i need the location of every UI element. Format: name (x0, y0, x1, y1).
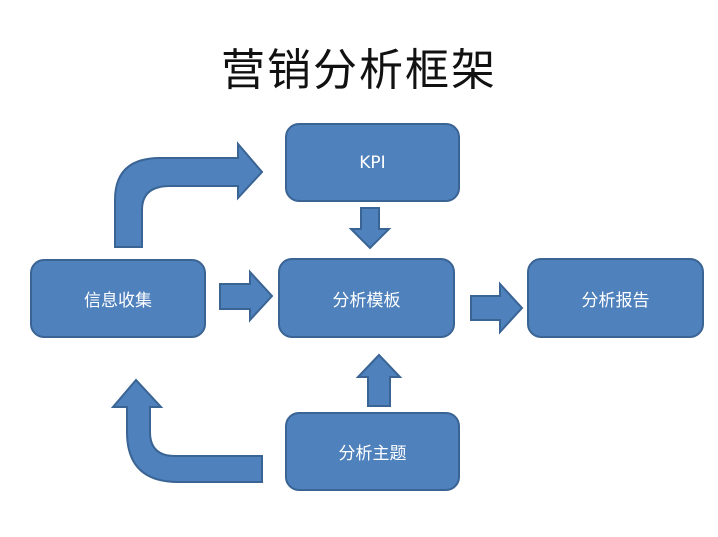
node-analysis-topic: 分析主题 (285, 412, 460, 491)
node-analysis-report: 分析报告 (527, 258, 704, 338)
node-info-collection: 信息收集 (30, 259, 206, 338)
diagram-title: 营销分析框架 (221, 45, 497, 96)
node-kpi: KPI (285, 123, 460, 202)
node-kpi-label: KPI (359, 152, 386, 173)
arrow-kpi-to-template (348, 207, 392, 250)
arrow-info-to-template (219, 269, 274, 323)
node-analysis-report-label: 分析报告 (581, 290, 650, 311)
arrow-info-to-kpi (114, 141, 264, 248)
node-analysis-template: 分析模板 (278, 258, 455, 338)
node-info-collection-label: 信息收集 (84, 291, 152, 311)
arrow-topic-to-info (110, 378, 263, 483)
node-analysis-topic-label: 分析主题 (338, 444, 407, 464)
arrow-topic-to-template (355, 353, 403, 407)
arrow-template-to-report (470, 281, 524, 335)
node-analysis-template-label: 分析模板 (332, 290, 401, 311)
